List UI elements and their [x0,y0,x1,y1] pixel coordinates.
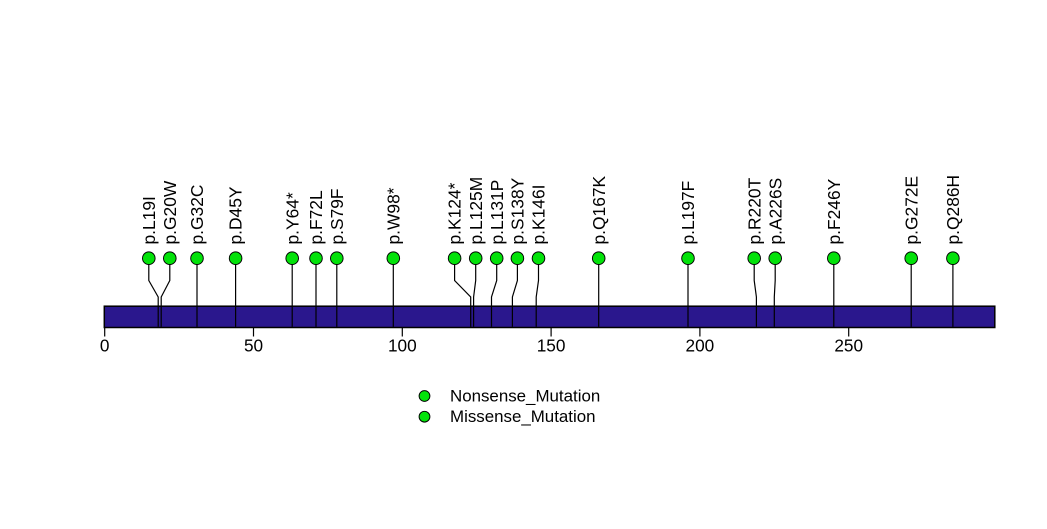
svg-text:50: 50 [244,336,263,356]
svg-text:p.S138Y: p.S138Y [508,177,528,244]
svg-text:p.L131P: p.L131P [487,180,507,245]
svg-text:p.Q286H: p.Q286H [943,175,963,245]
svg-text:p.F246Y: p.F246Y [824,178,844,244]
svg-text:p.Y64*: p.Y64* [282,192,302,244]
svg-text:p.Q167K: p.Q167K [589,175,609,244]
svg-text:p.A226S: p.A226S [765,178,785,245]
svg-text:p.F72L: p.F72L [306,190,326,244]
svg-text:p.G272E: p.G272E [901,176,921,245]
svg-text:p.L125M: p.L125M [466,177,486,245]
svg-text:p.L197F: p.L197F [678,181,698,245]
svg-text:p.S79F: p.S79F [327,188,347,244]
svg-text:p.L19I: p.L19I [139,196,159,244]
svg-text:p.R220T: p.R220T [744,177,764,244]
svg-text:100: 100 [388,336,417,356]
svg-text:p.K146I: p.K146I [529,185,549,245]
svg-text:p.G20W: p.G20W [160,180,180,244]
svg-text:Missense_Mutation: Missense_Mutation [450,407,596,426]
svg-text:p.K124*: p.K124* [445,182,465,244]
svg-text:200: 200 [686,336,715,356]
svg-text:p.G32C: p.G32C [187,185,207,245]
svg-text:0: 0 [100,336,110,356]
svg-text:p.D45Y: p.D45Y [226,186,246,244]
svg-text:150: 150 [537,336,566,356]
svg-text:Nonsense_Mutation: Nonsense_Mutation [450,386,600,405]
svg-text:p.W98*: p.W98* [383,187,403,244]
svg-text:250: 250 [834,336,863,356]
